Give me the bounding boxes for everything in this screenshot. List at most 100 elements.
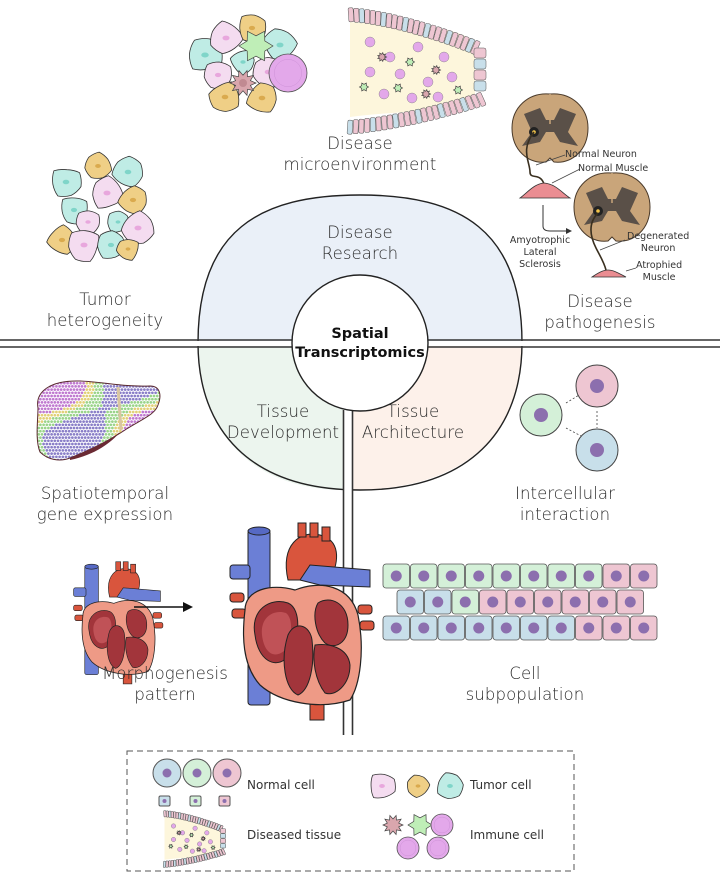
tumor-cell-nucleus [124,169,132,175]
intercellular-illustration [519,364,619,472]
immune-cell-purple [378,88,390,100]
spot [66,381,69,385]
spot [71,436,74,439]
spot [79,413,82,417]
spot [98,426,101,430]
spot [53,407,57,411]
spot [55,417,58,420]
liver-illustration [33,380,161,461]
spot [74,410,77,414]
spot [152,420,156,423]
spot [75,433,79,436]
spot [88,413,92,417]
epithelial-cell [465,95,475,111]
spot [40,413,44,417]
immune-cell-purple [192,825,198,831]
spot [71,410,74,414]
als-line3: Sclerosis [519,259,561,270]
spot [85,394,89,398]
spot [42,385,45,388]
spot [43,439,47,443]
right-atrium-inner [93,616,112,644]
grid-cell-nucleus [624,596,636,608]
spot [95,426,98,430]
spot [141,449,145,452]
disease-microenvironment-cluster [188,14,308,113]
immune-cell-green [392,83,404,93]
quadrant-label-tissue-architecture: Tissue Architecture [356,401,470,443]
immune-cell-purple [394,68,406,80]
spot [87,429,90,433]
spot [48,410,52,414]
spot [90,410,93,414]
spot [96,417,100,420]
spot [48,429,52,433]
spot [154,455,157,459]
spot [141,410,145,414]
spot [66,388,69,391]
spot [136,426,140,430]
spot [128,410,132,414]
spot [51,410,55,414]
spot [69,407,73,411]
spot [130,413,133,417]
spot [147,455,151,459]
spot [133,452,137,455]
spot [157,417,160,420]
epithelial-cell [189,815,194,823]
spot [56,420,60,423]
spot [69,420,73,423]
spot [99,455,103,459]
spot [138,380,141,382]
spot [51,429,55,433]
center-circle [291,274,429,412]
spot [80,442,84,446]
spot [93,397,97,401]
spot [83,436,87,439]
spot [123,413,127,417]
spot [155,413,159,417]
spot [43,452,47,455]
tumor-heterogeneity-illustration [46,151,155,263]
epithelial-cell [173,811,177,819]
spot [123,381,127,385]
spot [85,388,89,391]
spot [80,410,84,414]
spot [96,397,100,401]
spot [128,380,132,382]
spot [130,388,133,391]
spot [149,439,153,443]
spot [95,407,98,411]
spot [63,381,66,385]
spot [50,394,53,398]
spot [106,397,109,401]
spot [107,413,111,417]
epithelial-cell [213,823,219,830]
spot [146,381,149,385]
spot [72,420,76,423]
spot [101,407,105,411]
spot [141,397,145,401]
spot [34,427,37,430]
spot [146,394,149,398]
spot [103,404,106,407]
spot [103,391,106,395]
spot [67,442,71,446]
grid-cell-nucleus [418,570,430,582]
spot [101,420,105,423]
spot [64,436,68,439]
spot [111,433,114,436]
spot [99,417,103,420]
spot [95,439,98,443]
spot [33,404,36,407]
spot [135,404,138,407]
spot [104,445,108,449]
epithelial-cell [206,852,211,860]
spot [37,449,39,452]
spot [107,420,111,423]
spot [98,458,101,460]
spot [43,445,47,449]
spot [136,452,140,455]
spot [91,413,95,417]
epithelial-cell [204,819,209,827]
